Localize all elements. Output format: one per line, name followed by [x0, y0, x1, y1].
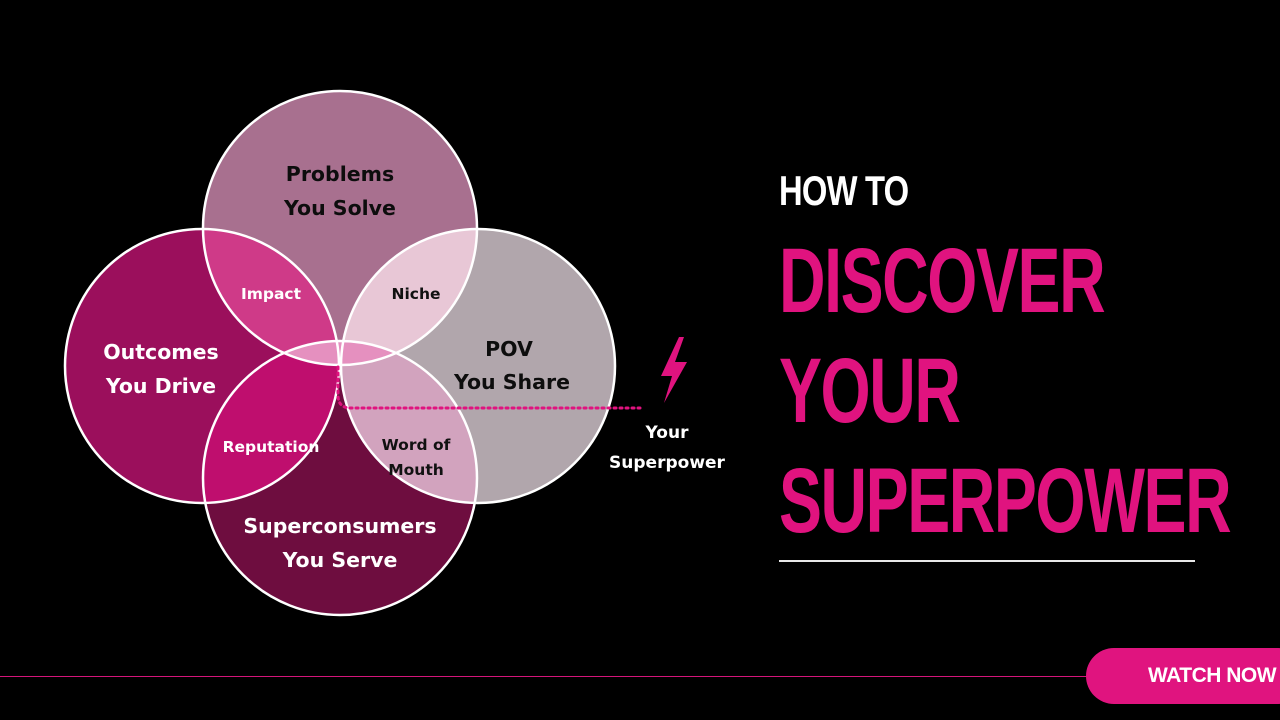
- problems-label-line1: Problems: [286, 162, 394, 186]
- overlap-reputation-region: [203, 341, 339, 503]
- impact-label: Impact: [241, 285, 302, 303]
- pov-label-line2: You Share: [453, 370, 570, 394]
- superconsumers-label-line2: You Serve: [282, 548, 398, 572]
- word-of-mouth-label-line1: Word of: [382, 436, 451, 454]
- venn-diagram: Problems You Solve Outcomes You Drive PO…: [63, 89, 726, 617]
- watch-now-button[interactable]: WATCH NOW: [1086, 648, 1280, 704]
- pov-label-line1: POV: [485, 337, 533, 361]
- superconsumers-label-line1: Superconsumers: [243, 514, 436, 538]
- outcomes-label-line1: Outcomes: [103, 340, 219, 364]
- lightning-bolt-icon: [661, 337, 687, 403]
- title-line-discover: DISCOVER: [779, 230, 1106, 332]
- title-prefix: HOW TO: [779, 167, 909, 214]
- title-block: HOW TO DISCOVER YOUR SUPERPOWER: [779, 168, 1280, 556]
- reputation-label: Reputation: [223, 438, 320, 456]
- outline-bottom: [201, 339, 479, 617]
- overlap-word-of-mouth-region: [341, 341, 477, 503]
- title-line-your: YOUR: [779, 340, 961, 442]
- problems-label-line2: You Solve: [283, 196, 396, 220]
- superpower-label-line1: Your: [645, 423, 690, 443]
- overlap-impact-region: [203, 229, 339, 365]
- niche-label: Niche: [391, 285, 440, 303]
- superpower-label-line2: Superpower: [609, 453, 726, 473]
- outcomes-label-line2: You Drive: [105, 374, 216, 398]
- overlap-niche-region: [341, 229, 477, 365]
- outline-right: [339, 227, 617, 505]
- bottom-divider: [0, 676, 1090, 677]
- superpower-connector-line: [336, 365, 642, 410]
- word-of-mouth-label-line2: Mouth: [388, 461, 444, 479]
- title-divider: [779, 560, 1195, 562]
- title-line-superpower: SUPERPOWER: [779, 450, 1232, 552]
